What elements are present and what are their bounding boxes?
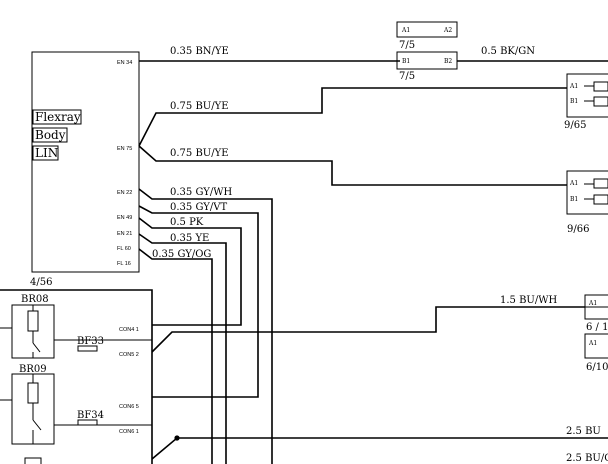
wire-label-pk: 0.5 PK <box>170 217 204 228</box>
connector-6-10: A1 <box>584 333 608 359</box>
module-pin-en22: EN 22 <box>117 190 132 196</box>
wire-label-bu: 2.5 BU <box>566 426 601 437</box>
module-pin-en21: EN 21 <box>117 231 132 237</box>
splice-b2: B2 <box>444 58 452 65</box>
splice-connector-a <box>396 21 458 38</box>
relay-br10-partial <box>24 457 42 464</box>
splice-b1: B1 <box>402 58 410 65</box>
wire-bu-ye-lower <box>138 145 567 186</box>
wire-gy-vt <box>138 205 259 398</box>
connector-9-66: A1 B1 <box>566 170 608 215</box>
fuse-bf34-label: BF34 <box>77 410 104 421</box>
fuse-pin-con4-1: CON4 1 <box>119 327 139 333</box>
module-label-line-3: LIN <box>35 146 58 160</box>
splice-a2: A2 <box>443 27 452 34</box>
wire-bu-wh <box>151 306 585 353</box>
module-label-line-1: Flexray <box>35 110 81 124</box>
module-box <box>31 51 140 273</box>
fuse-bf34 <box>77 419 98 426</box>
wire-label-bn-ye: 0.35 BN/YE <box>170 46 229 57</box>
connector-9-65: A1 B1 <box>566 73 608 118</box>
module-pin-en75: EN 75 <box>117 146 132 152</box>
connector-9-66-b1: B1 <box>570 196 578 203</box>
wire-label-bu-ye-upper: 0.75 BU/YE <box>170 101 229 112</box>
relay-br09 <box>11 373 55 445</box>
wire-gy-wh <box>138 188 273 464</box>
splice-ref-top: 7/5 <box>399 40 415 51</box>
fuse-bf33 <box>77 345 98 352</box>
relay-br08-label: BR08 <box>21 294 49 305</box>
connector-9-65-b1: B1 <box>570 98 578 105</box>
connector-6-1-a1: A1 <box>588 300 597 307</box>
splice-junction <box>174 435 180 441</box>
connector-9-65-ref: 9/65 <box>564 120 586 131</box>
module-label-line-2: Body <box>35 128 66 142</box>
splice-ref-bottom: 7/5 <box>399 71 415 82</box>
module-pin-en49: EN 49 <box>117 215 132 221</box>
wire-label-gy-og: 0.35 GY/OG <box>152 249 211 260</box>
connector-9-65-a1: A1 <box>569 83 578 90</box>
module-pin-fl16: FL 16 <box>117 261 131 267</box>
fuse-box-outline <box>0 289 153 464</box>
wire-gy-og <box>138 248 213 464</box>
connector-6-10-ref: 6/10 <box>586 362 608 373</box>
module-pin-fl60: FL 60 <box>117 246 131 252</box>
connector-6-10-a1: A1 <box>588 340 597 347</box>
connector-6-1: A1 <box>584 294 608 320</box>
wire-label-ye: 0.35 YE <box>170 233 209 244</box>
module-ref: 4/56 <box>30 277 52 288</box>
fuse-bf33-label: BF33 <box>77 336 104 347</box>
wire-label-bk-gn: 0.5 BK/GN <box>481 46 535 57</box>
connector-9-66-a1: A1 <box>569 180 578 187</box>
relay-br09-label: BR09 <box>19 364 47 375</box>
wire-label-bu-wh: 1.5 BU/WH <box>500 295 558 306</box>
wire-ye <box>138 233 227 464</box>
wire-label-gy-wh: 0.35 GY/WH <box>170 187 233 198</box>
fuse-pin-con6-5: CON6 5 <box>119 404 139 410</box>
connector-6-1-ref: 6 / 1 ( <box>586 322 608 333</box>
wire-bu <box>151 437 608 460</box>
splice-a1: A1 <box>401 27 410 34</box>
fuse-pin-con6-1: CON6 1 <box>119 429 139 435</box>
module-pin-en34: EN 34 <box>117 60 132 66</box>
module-label: Flexray Body LIN <box>32 109 82 161</box>
wire-bu-ye-upper <box>138 87 567 147</box>
relay-br08 <box>11 304 55 359</box>
wire-label-gy-vt: 0.35 GY/VT <box>170 202 227 213</box>
fuse-pin-con5-2: CON5 2 <box>119 352 139 358</box>
connector-9-66-ref: 9/66 <box>567 224 589 235</box>
wire-label-bu-ye-lower: 0.75 BU/YE <box>170 148 229 159</box>
wire-label-bu-g: 2.5 BU/G <box>566 453 608 464</box>
